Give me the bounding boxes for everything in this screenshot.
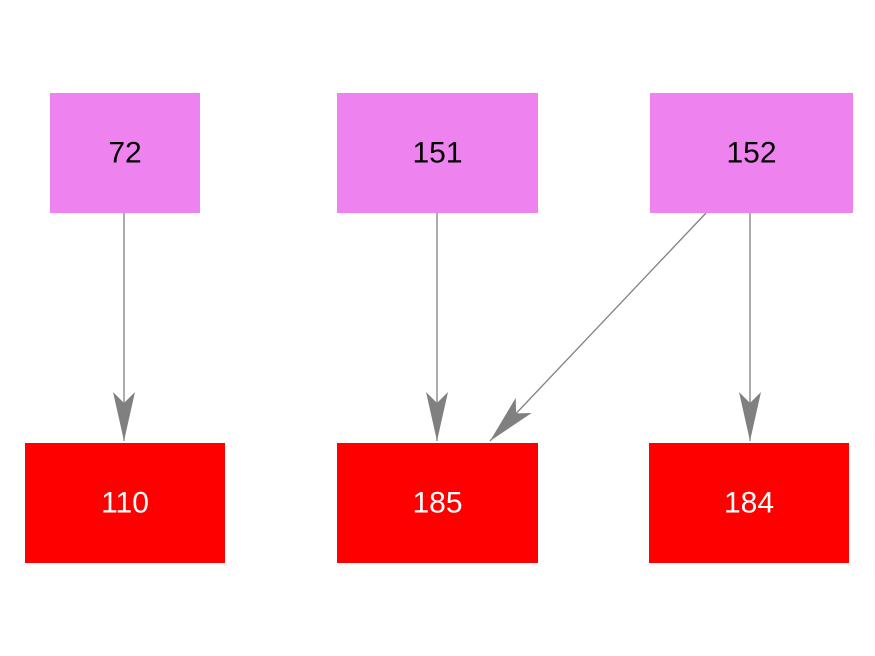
node-184: 184: [649, 443, 849, 563]
node-label: 184: [724, 487, 774, 520]
node-label: 152: [726, 137, 776, 170]
edges-layer: [113, 212, 761, 442]
node-label: 151: [412, 137, 462, 170]
nodes-layer: 72 151 152 110 185 184: [25, 93, 853, 563]
node-152-box: [650, 93, 853, 213]
node-185: 185: [337, 443, 538, 563]
node-72: 72: [50, 93, 200, 213]
node-152: 152: [650, 93, 853, 213]
node-184-box: [649, 443, 849, 563]
node-label: 185: [412, 487, 462, 520]
node-110-box: [25, 443, 225, 563]
node-110: 110: [25, 443, 225, 563]
node-151-box: [337, 93, 538, 213]
node-72-box: [50, 93, 200, 213]
edge-152-185: [489, 212, 707, 442]
node-151: 151: [337, 93, 538, 213]
node-label: 110: [101, 487, 149, 520]
node-185-box: [337, 443, 538, 563]
node-label: 72: [108, 137, 141, 170]
